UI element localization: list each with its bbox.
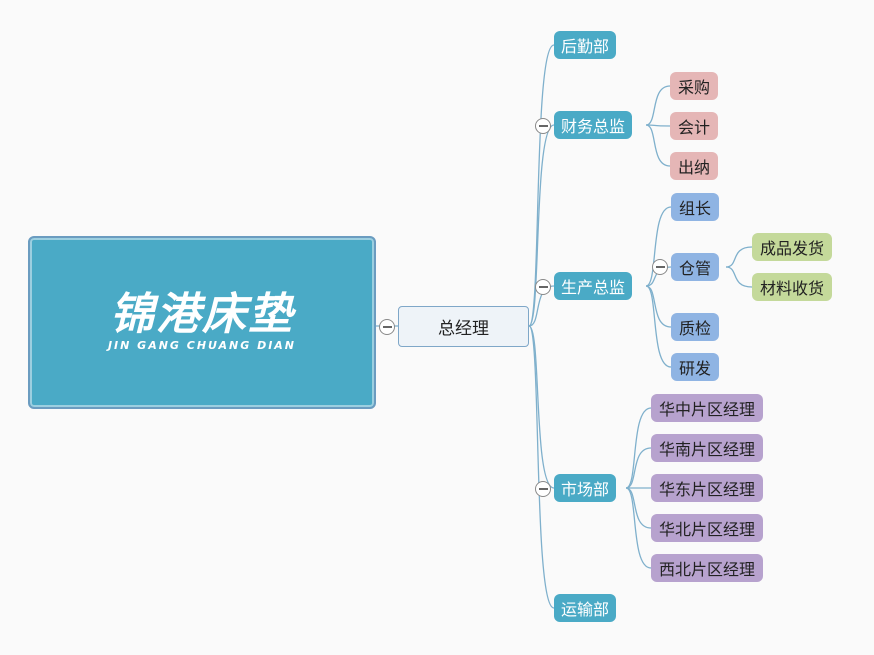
link-line bbox=[528, 124, 555, 327]
production-team-lead[interactable]: 组长 bbox=[671, 193, 720, 221]
link-line bbox=[625, 487, 652, 529]
finance-cashier[interactable]: 出纳 bbox=[670, 152, 719, 180]
collapse-icon[interactable] bbox=[535, 118, 551, 134]
link-line bbox=[528, 325, 555, 609]
link-line bbox=[645, 124, 671, 167]
market-central[interactable]: 华中片区经理 bbox=[651, 394, 764, 422]
link-line bbox=[528, 325, 555, 489]
warehouse-shipping[interactable]: 成品发货 bbox=[752, 233, 833, 261]
link-line bbox=[645, 206, 672, 287]
dept-market[interactable]: 市场部 bbox=[554, 474, 617, 502]
finance-purchasing[interactable]: 采购 bbox=[670, 72, 719, 100]
link-line bbox=[645, 85, 671, 126]
link-line bbox=[625, 447, 652, 489]
collapse-icon[interactable] bbox=[535, 481, 551, 497]
manager-node[interactable]: 总经理 bbox=[398, 306, 529, 347]
market-north[interactable]: 华北片区经理 bbox=[651, 514, 764, 542]
root-topic[interactable]: 锦港床垫 JIN GANG CHUANG DIAN bbox=[28, 236, 376, 409]
link-line bbox=[625, 487, 652, 569]
link-line bbox=[645, 285, 672, 328]
production-warehouse[interactable]: 仓管 bbox=[671, 253, 720, 281]
dept-production[interactable]: 生产总监 bbox=[554, 272, 633, 300]
collapse-icon[interactable] bbox=[652, 259, 668, 275]
warehouse-receiving[interactable]: 材料收货 bbox=[752, 273, 833, 301]
collapse-icon[interactable] bbox=[535, 279, 551, 295]
link-line bbox=[625, 407, 652, 489]
collapse-icon[interactable] bbox=[379, 319, 395, 335]
root-subtitle: JIN GANG CHUANG DIAN bbox=[107, 339, 297, 352]
production-rd[interactable]: 研发 bbox=[671, 353, 720, 381]
dept-transport[interactable]: 运输部 bbox=[554, 594, 617, 622]
link-line bbox=[645, 285, 672, 368]
dept-finance[interactable]: 财务总监 bbox=[554, 111, 633, 139]
market-northwest[interactable]: 西北片区经理 bbox=[651, 554, 764, 582]
link-line bbox=[725, 246, 753, 268]
root-title: 锦港床垫 bbox=[110, 289, 294, 340]
link-line bbox=[528, 44, 555, 327]
production-qc[interactable]: 质检 bbox=[671, 313, 720, 341]
market-east[interactable]: 华东片区经理 bbox=[651, 474, 764, 502]
dept-logistics[interactable]: 后勤部 bbox=[554, 31, 617, 59]
finance-accounting[interactable]: 会计 bbox=[670, 112, 719, 140]
link-line bbox=[725, 266, 753, 288]
market-south[interactable]: 华南片区经理 bbox=[651, 434, 764, 462]
